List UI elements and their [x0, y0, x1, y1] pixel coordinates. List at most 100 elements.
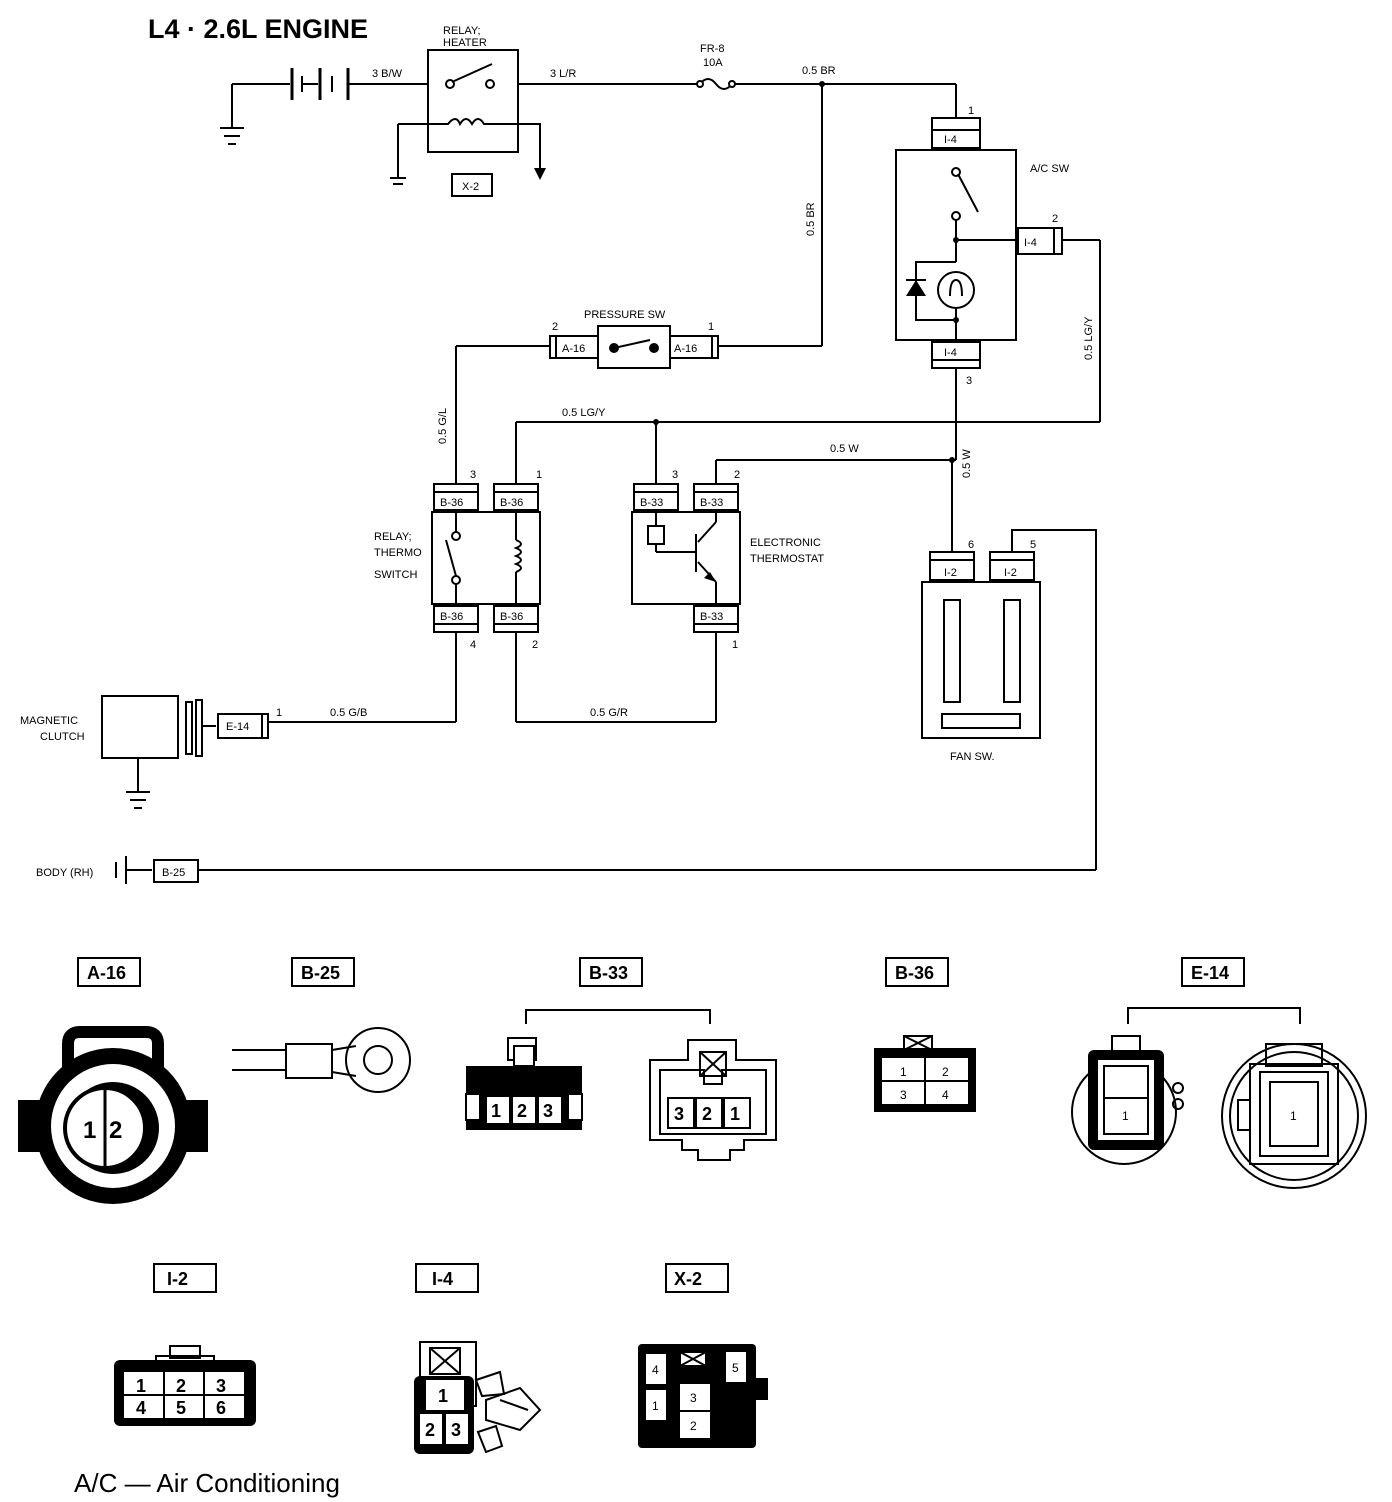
connector-b36-tag: B-36	[440, 611, 463, 623]
legend-e14-title: E-14	[1191, 963, 1229, 983]
connector-a16-tag-right: A-16	[674, 343, 697, 355]
legend-b36: B-36 1 2 3 4	[874, 957, 976, 1112]
pin-label: 4	[470, 639, 476, 651]
legend-x2-pin: 2	[690, 1419, 697, 1433]
legend-x2-pin: 5	[732, 1361, 739, 1375]
connector-e14-tag: E-14	[226, 721, 249, 733]
legend-b33-pin: 3	[543, 1101, 553, 1121]
pin-label: 1	[536, 469, 542, 481]
legend-x2-pin: 1	[652, 1399, 659, 1413]
legend-b33: B-33 1 2 3 3 2 1	[465, 957, 777, 1161]
legend-x2-pin: 4	[652, 1363, 659, 1377]
pressure-switch	[455, 325, 822, 484]
pin-label: 2	[552, 321, 558, 333]
legend-x2-pin: 3	[690, 1391, 697, 1405]
connector-b36-tag: B-36	[500, 497, 523, 509]
legend-b33-pin: 1	[730, 1104, 740, 1124]
fuse-rating: 10A	[703, 57, 723, 69]
wire-05gr-label: 0.5 G/R	[590, 707, 628, 719]
legend-i2-title: I-2	[167, 1269, 188, 1289]
connector-a16-tag-left: A-16	[562, 343, 585, 355]
connector-b36-tag: B-36	[500, 611, 523, 623]
body-ground-label: BODY (RH)	[36, 867, 93, 879]
legend-b36-pin: 1	[900, 1065, 907, 1079]
magnetic-clutch	[101, 695, 456, 809]
battery-circuit	[220, 68, 428, 145]
wire-05gb-label: 0.5 G/B	[330, 707, 367, 719]
pin-label: 1	[276, 707, 282, 719]
legend-i2-pin: 2	[176, 1376, 186, 1396]
relay-heater	[390, 49, 700, 185]
relay-thermo-label-1: RELAY;	[374, 531, 412, 543]
legend-b36-pin: 3	[900, 1088, 907, 1102]
connector-b33-tag: B-33	[700, 611, 723, 623]
connector-b33-tag: B-33	[640, 497, 663, 509]
legend-e14-pin: 1	[1122, 1109, 1129, 1123]
legend-i4-pin: 2	[425, 1420, 435, 1440]
relay-thermo-label-2: THERMO	[374, 547, 422, 559]
pin-label: 2	[734, 469, 740, 481]
pin-label: 3	[470, 469, 476, 481]
connector-b33-tag: B-33	[700, 497, 723, 509]
wire-3lr-label: 3 L/R	[550, 68, 576, 80]
fuse-label: FR-8	[700, 43, 724, 55]
connector-x2-tag	[451, 173, 493, 197]
connector-b25-tag: B-25	[162, 867, 185, 879]
relay-heater-label-1: RELAY;	[443, 25, 481, 37]
connector-x2-tag-text: X-2	[462, 181, 479, 193]
footnote: A/C — Air Conditioning	[74, 1468, 340, 1498]
legend-i2-pin: 3	[216, 1376, 226, 1396]
thermostat-label-2: THERMOSTAT	[750, 553, 824, 565]
legend-a16-pin: 2	[109, 1117, 122, 1144]
connector-i4-tag-top: I-4	[944, 134, 957, 146]
wire-05lgy-mid-label: 0.5 LG/Y	[562, 407, 606, 419]
pin-label: 3	[672, 469, 678, 481]
legend-i4-pin: 1	[438, 1386, 448, 1406]
legend-a16-title: A-16	[87, 963, 126, 983]
body-ground	[115, 856, 1096, 884]
relay-thermo-label-3: SWITCH	[374, 569, 417, 581]
legend-b25: B-25	[232, 957, 411, 1093]
legend-i2-pin: 6	[216, 1398, 226, 1418]
legend-b36-title: B-36	[895, 963, 934, 983]
ac-switch-label: A/C SW	[1030, 163, 1070, 175]
legend-b36-pin: 4	[942, 1088, 949, 1102]
legend-a16-pin: 1	[83, 1117, 96, 1144]
wire-05gl-label: 0.5 G/L	[437, 408, 449, 444]
wire-05br-vert-label: 0.5 BR	[805, 202, 817, 236]
legend-x2-title: X-2	[674, 1269, 702, 1289]
pin-label: 3	[966, 375, 972, 387]
legend-i2: I-2 1 2 3 4 5 6	[114, 1263, 256, 1426]
legend-b33-pin: 1	[491, 1101, 501, 1121]
legend-i4: I-4 1 2 3	[414, 1263, 542, 1454]
connector-i2-tag: I-2	[944, 567, 957, 579]
relay-heater-label-2: HEATER	[443, 37, 487, 49]
connector-i2-tag: I-2	[1004, 567, 1017, 579]
wire-3bw-label: 3 B/W	[372, 68, 403, 80]
legend-b33-title: B-33	[589, 963, 628, 983]
ac-switch	[895, 117, 1101, 460]
legend-x2: X-2 4 5 1 3 2	[638, 1263, 768, 1448]
wire-05lgy-right-label: 0.5 LG/Y	[1083, 316, 1095, 360]
pin-label: 1	[708, 321, 714, 333]
magnetic-clutch-label-1: MAGNETIC	[20, 715, 78, 727]
fuse	[696, 78, 956, 90]
legend-i2-pin: 5	[176, 1398, 186, 1418]
connector-i4-tag-bottom: I-4	[944, 347, 957, 359]
magnetic-clutch-label-2: CLUTCH	[40, 731, 85, 743]
fan-switch-label: FAN SW.	[950, 751, 995, 763]
legend-b33-pin: 3	[674, 1104, 684, 1124]
connector-i4-tag-side: I-4	[1024, 237, 1037, 249]
thermostat-label-1: ELECTRONIC	[750, 537, 821, 549]
relay-thermo-switch	[431, 483, 541, 722]
pin-label: 5	[1030, 539, 1036, 551]
fan-switch	[921, 529, 1097, 870]
electronic-thermostat	[631, 483, 741, 722]
pin-label: 2	[1052, 213, 1058, 225]
legend-b36-pin: 2	[942, 1065, 949, 1079]
legend-i4-pin: 3	[451, 1420, 461, 1440]
legend-b33-pin: 2	[702, 1104, 712, 1124]
pin-label: 2	[532, 639, 538, 651]
pin-label: 1	[732, 639, 738, 651]
